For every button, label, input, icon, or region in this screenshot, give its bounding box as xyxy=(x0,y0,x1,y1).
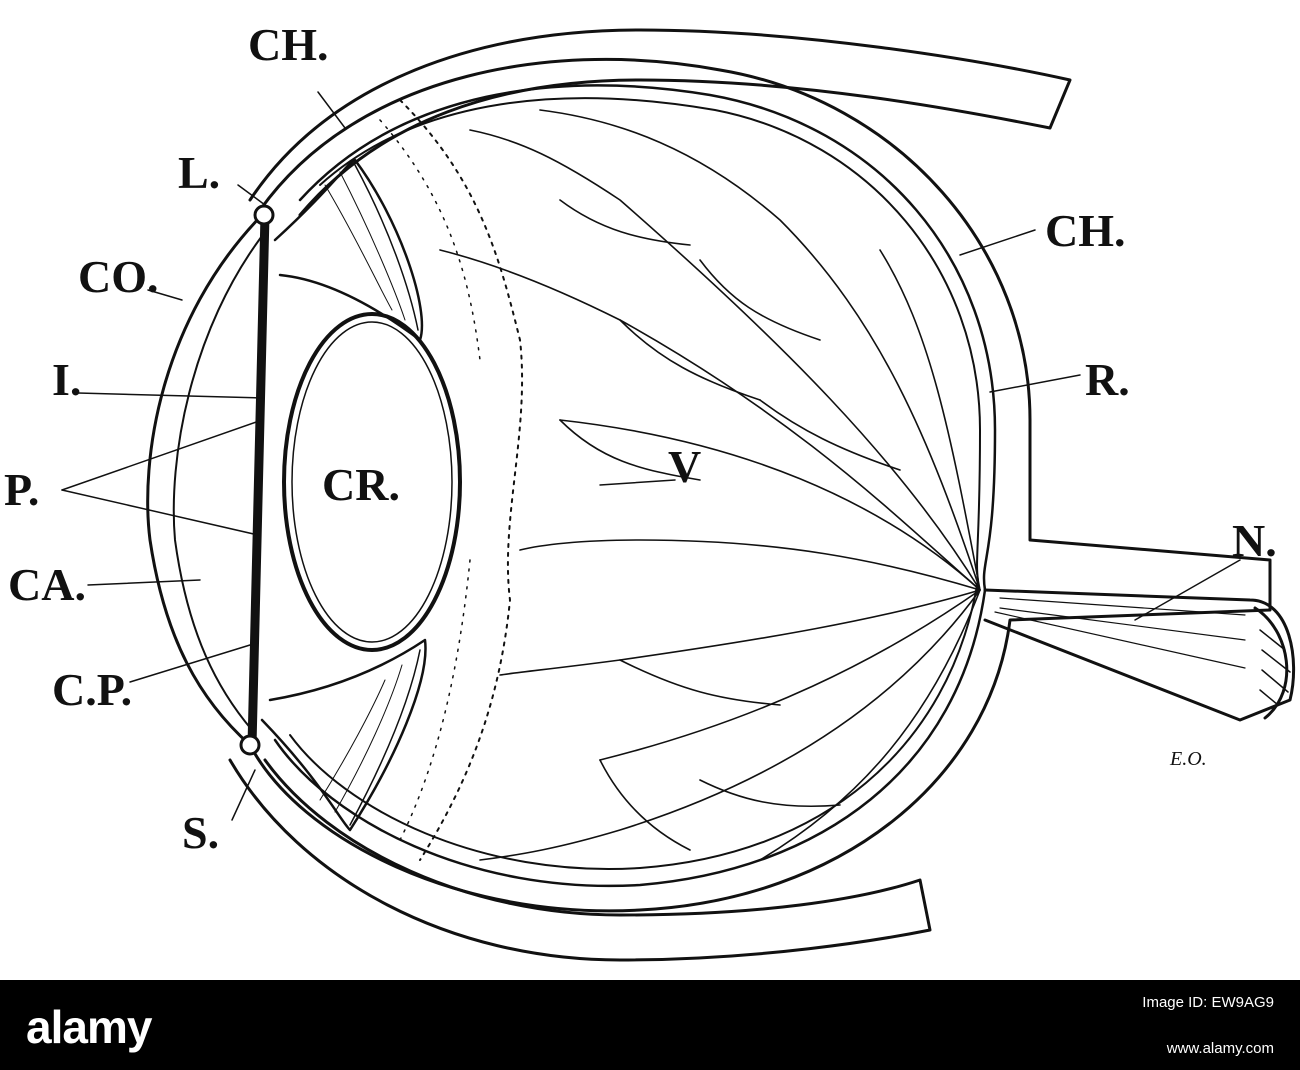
optic-nerve xyxy=(983,588,1296,722)
iris-bottom-ring xyxy=(239,734,261,756)
ciliary-lower xyxy=(260,638,427,832)
label-p: P. xyxy=(4,464,39,515)
stock-footer: alamy Image ID: EW9AG9 www.alamy.com xyxy=(0,980,1300,1070)
label-n: N. xyxy=(1232,515,1277,566)
iris-bar xyxy=(247,210,270,750)
image-id-label: Image ID: EW9AG9 xyxy=(1142,994,1274,1011)
label-cr: CR. xyxy=(322,459,400,510)
label-cp: C.P. xyxy=(52,664,132,715)
sclera-outer-bottom xyxy=(228,758,932,962)
label-v: V xyxy=(668,441,701,492)
eyeball-inner xyxy=(273,84,997,888)
label-s: S. xyxy=(182,807,219,858)
label-i: I. xyxy=(52,354,81,405)
retinal-vessels xyxy=(439,109,981,861)
lens-inner xyxy=(291,321,453,643)
iris-top-ring xyxy=(253,204,275,226)
eye-anatomy-illustration: CH. L. CO. I. P. CA. C.P. S. CR. V CH. R… xyxy=(4,19,1296,962)
label-l: L. xyxy=(178,147,220,198)
engraver-signature: E.O. xyxy=(1169,748,1207,770)
label-ch-top: CH. xyxy=(248,19,329,70)
leader-lines xyxy=(61,91,1241,821)
ciliary-upper xyxy=(273,158,424,342)
label-ch-right: CH. xyxy=(1045,205,1126,256)
label-ca: CA. xyxy=(8,559,86,610)
eyeball-outer xyxy=(248,58,1272,913)
lens xyxy=(282,312,462,652)
site-url: www.alamy.com xyxy=(1166,1040,1274,1057)
retina-line xyxy=(289,97,981,870)
optic-nerve-end xyxy=(1253,606,1289,720)
image-id-block: Image ID: EW9AG9 xyxy=(1142,994,1274,1015)
cornea-inner xyxy=(172,231,266,731)
alamy-logo: alamy xyxy=(26,1001,152,1053)
vitreous-boundary xyxy=(399,99,523,861)
label-r: R. xyxy=(1085,354,1130,405)
label-co: CO. xyxy=(78,251,159,302)
cornea xyxy=(146,213,264,747)
